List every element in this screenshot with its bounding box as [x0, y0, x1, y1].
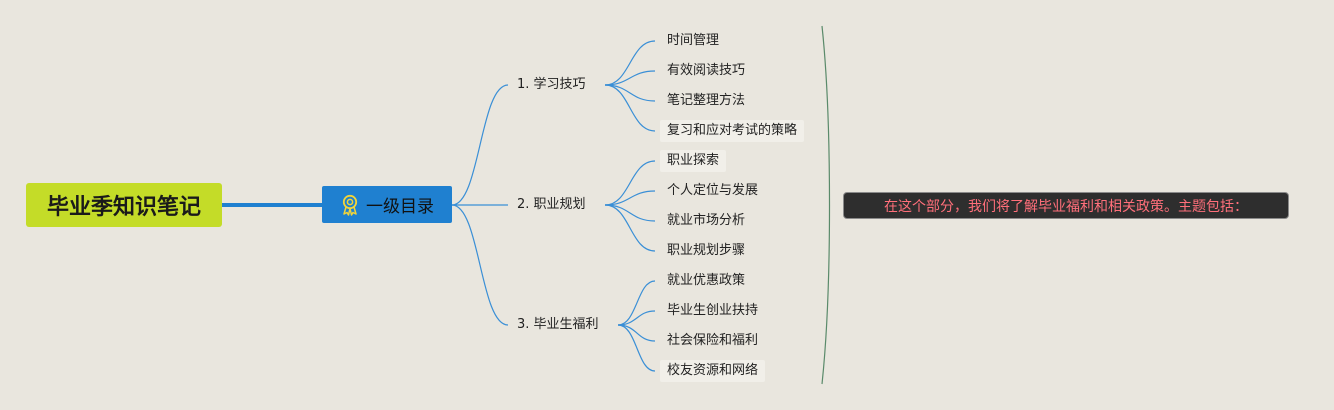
leaf-time-management[interactable]: 时间管理 — [667, 33, 720, 48]
leaf-job-market-analysis[interactable]: 就业市场分析 — [667, 213, 746, 228]
branch-graduate-benefits[interactable]: 3. 毕业生福利 — [517, 317, 599, 332]
root-topic[interactable]: 毕业季知识笔记 — [26, 183, 222, 227]
leaf-career-exploration[interactable]: 职业探索 — [660, 150, 727, 172]
summary-bracket — [821, 25, 831, 385]
branch-career-planning[interactable]: 2. 职业规划 — [517, 197, 586, 212]
branch3-leaf1-connector — [617, 280, 656, 326]
leaf-alumni-network[interactable]: 校友资源和网络 — [660, 360, 766, 382]
branch1-leaf4-connector — [604, 84, 656, 132]
leaf-career-steps[interactable]: 职业规划步骤 — [667, 243, 746, 258]
main-branch3-connector — [451, 204, 509, 326]
root-topic-label: 毕业季知识笔记 — [46, 195, 201, 220]
branch3-leaf2-connector — [617, 310, 656, 326]
branch2-leaf4-connector — [604, 204, 656, 252]
summary-callout[interactable]: 在这个部分，我们将了解毕业福利和相关政策。主题包括： — [843, 192, 1289, 219]
branch1-leaf1-connector — [604, 40, 656, 86]
branch3-leaf3-connector — [617, 324, 656, 342]
leaf-note-taking[interactable]: 笔记整理方法 — [667, 93, 746, 108]
leaf-startup-support[interactable]: 毕业生创业扶持 — [667, 303, 759, 318]
main-topic[interactable]: 一级目录 — [322, 186, 452, 223]
branch-study-skills[interactable]: 1. 学习技巧 — [517, 77, 586, 92]
leaf-social-insurance[interactable]: 社会保险和福利 — [667, 333, 759, 348]
leaf-reading-skills[interactable]: 有效阅读技巧 — [667, 63, 746, 78]
leaf-exam-strategy[interactable]: 复习和应对考试的策略 — [660, 120, 805, 142]
main-topic-label: 一级目录 — [366, 197, 434, 217]
branch2-leaf3-connector — [604, 204, 656, 222]
summary-text: 在这个部分，我们将了解毕业福利和相关政策。主题包括： — [884, 198, 1248, 215]
leaf-personal-positioning[interactable]: 个人定位与发展 — [667, 183, 759, 198]
branch2-leaf1-connector — [604, 160, 656, 206]
branch1-leaf3-connector — [604, 84, 656, 102]
main-branch1-connector — [451, 84, 509, 206]
branch1-leaf2-connector — [604, 70, 656, 86]
branch2-leaf2-connector — [604, 190, 656, 206]
leaf-employment-policy[interactable]: 就业优惠政策 — [667, 273, 746, 288]
branch3-leaf4-connector — [617, 324, 656, 372]
award-medal-icon — [340, 194, 360, 216]
